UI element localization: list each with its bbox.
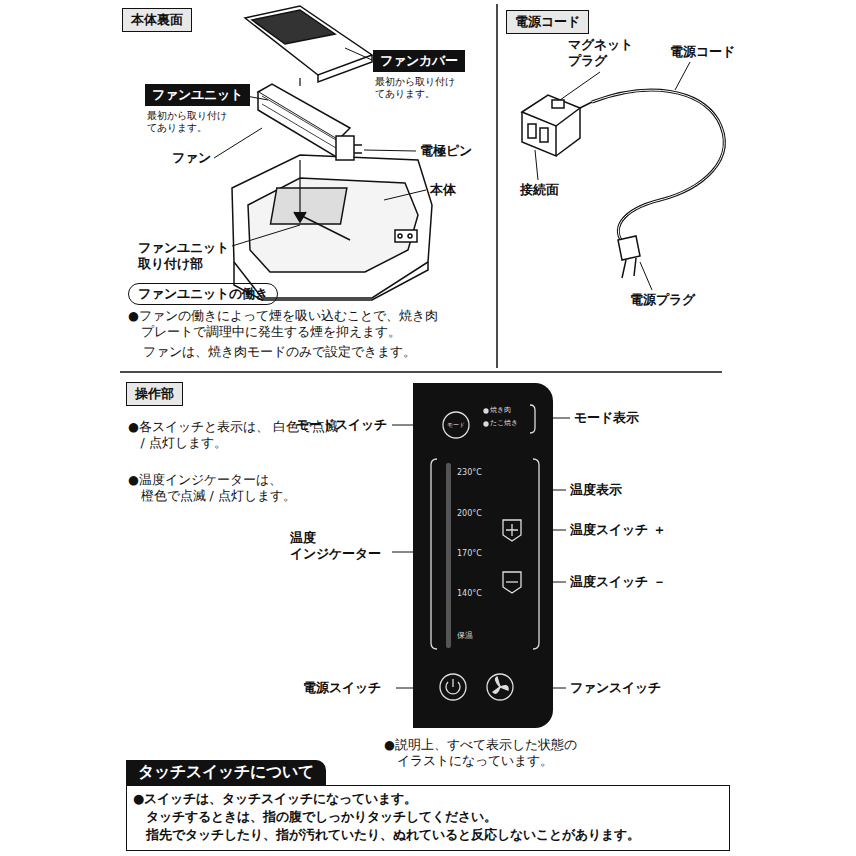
leader-line bbox=[535, 62, 690, 290]
main-body bbox=[232, 155, 432, 300]
rounded-header: ファンユニットの働き bbox=[128, 283, 278, 305]
part-label: 電源スイッチ bbox=[303, 680, 381, 696]
section-header: 操作部 bbox=[126, 382, 183, 406]
part-tag: ファンユニット最初から取り付けてあります。 bbox=[145, 84, 250, 135]
part-name: ファンカバー bbox=[373, 50, 465, 72]
part-label: モード表示 bbox=[574, 410, 639, 426]
part-label: マグネット プラグ bbox=[568, 37, 640, 70]
header-text: 本体裏面 bbox=[131, 11, 183, 29]
part-label: 温度スイッチ － bbox=[570, 574, 666, 590]
note-text: ●スイッチは、タッチスイッチになっています。 bbox=[126, 785, 730, 808]
header-text: 電源コード bbox=[515, 13, 580, 31]
temperature-mark: 140°C bbox=[457, 589, 482, 598]
section-header: 本体裏面 bbox=[122, 8, 192, 32]
fan-unit bbox=[258, 84, 362, 160]
mode-indicator-text: 焼き肉 bbox=[490, 406, 511, 415]
arrow-head bbox=[294, 212, 306, 222]
part-label: ファン bbox=[172, 150, 211, 166]
temperature-mark: 200°C bbox=[457, 509, 482, 518]
part-label: 本体 bbox=[430, 182, 456, 198]
section-header: 電源コード bbox=[506, 10, 589, 34]
note-text: タッチするときは、指の腹でしっかりタッチしてください。 bbox=[126, 808, 730, 826]
part-label: 温度 インジケーター bbox=[290, 530, 394, 563]
note-text: 最初から取り付けてあります。 bbox=[373, 72, 463, 101]
note-box: タッチスイッチについて●スイッチは、タッチスイッチになっています。タッチするとき… bbox=[126, 760, 730, 851]
panel-symbols bbox=[413, 383, 553, 728]
note-text: ●説明上、すべて表示した状態の イラストになっています。 bbox=[384, 737, 609, 768]
part-label: 電源プラグ bbox=[630, 292, 695, 308]
temperature-mark: 230°C bbox=[457, 468, 482, 477]
note-text: ●ファンの働きによって煙を吸い込むことで、焼き肉 プレートで調理中に発生する煙を… bbox=[128, 308, 478, 339]
header-text: 操作部 bbox=[135, 385, 174, 403]
note-text: 指先でタッチしたり、指が汚れていたり、ぬれていると反応しないことがあります。 bbox=[126, 826, 730, 851]
mode-button: モード bbox=[443, 412, 469, 438]
section-subheader: ファンユニットの働き bbox=[138, 285, 268, 303]
part-label: 温度スイッチ ＋ bbox=[570, 522, 666, 538]
part-label: 電源コード bbox=[670, 44, 735, 60]
note-text: ファンは、焼き肉モードのみで設定できます。 bbox=[143, 344, 416, 360]
assembly-arrow bbox=[299, 78, 300, 220]
control-panel: 焼き肉たこ焼き 230°C 200°C 170°C 140°C 保温 モード bbox=[413, 383, 553, 728]
part-label: 接続面 bbox=[520, 182, 559, 198]
note-text: ●温度インジケーターは、 橙色で点滅 / 点灯します。 bbox=[128, 472, 341, 503]
part-label: 電極ピン bbox=[420, 143, 472, 159]
note-heading: タッチスイッチについて bbox=[126, 760, 326, 785]
part-label: モードスイッチ bbox=[296, 417, 387, 433]
note-text: 最初から取り付けてあります。 bbox=[145, 106, 235, 135]
part-label: ファンスイッチ bbox=[570, 680, 661, 696]
part-label: 温度表示 bbox=[570, 482, 622, 498]
button-text: モード bbox=[447, 421, 465, 430]
fan-cover bbox=[245, 6, 372, 82]
divider bbox=[496, 4, 498, 368]
part-name: ファンユニット bbox=[145, 84, 250, 106]
temperature-mark: 保温 bbox=[457, 630, 473, 641]
part-tag: ファンカバー最初から取り付けてあります。 bbox=[373, 50, 465, 101]
mode-indicator-text: たこ焼き bbox=[490, 419, 518, 428]
temperature-mark: 170°C bbox=[457, 549, 482, 558]
part-label: ファンユニット 取り付け部 bbox=[138, 240, 249, 273]
divider bbox=[120, 371, 722, 373]
